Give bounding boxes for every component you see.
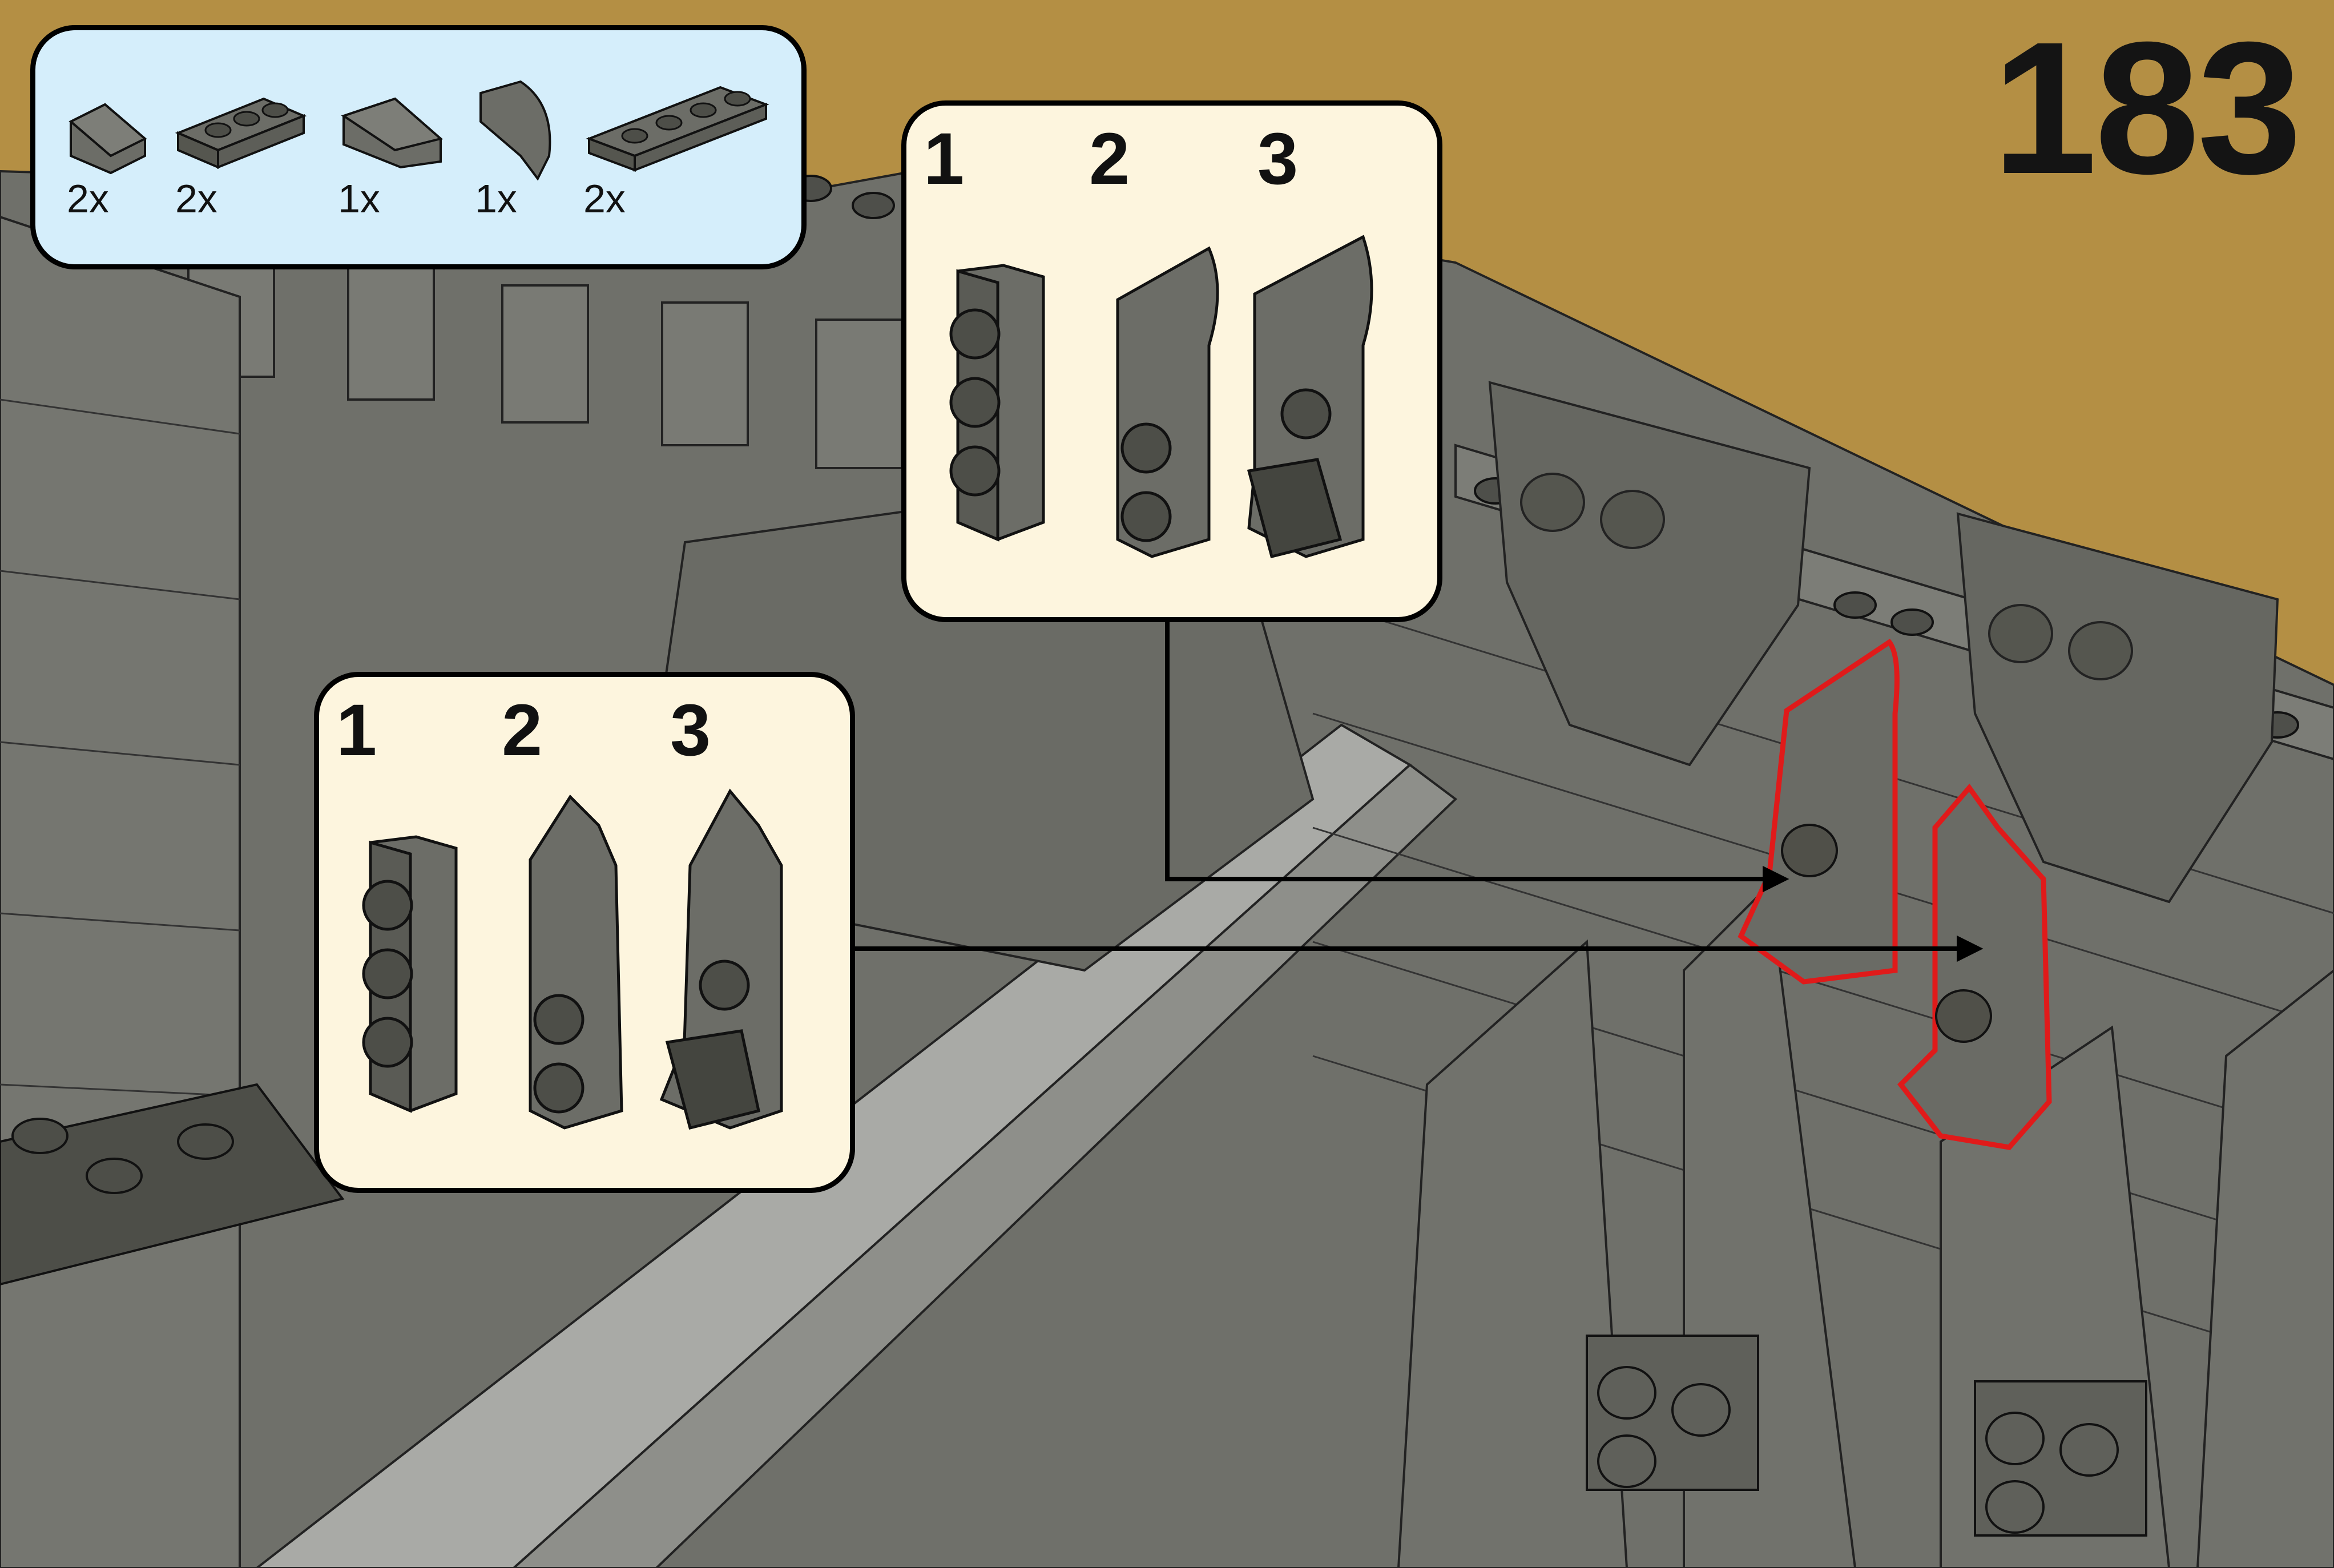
part-qty: 1x — [475, 176, 517, 221]
plate-1x3-icon — [172, 87, 309, 173]
page-number: 183 — [1992, 14, 2300, 202]
left-tower — [0, 217, 240, 1568]
subassembly-panel-top: 1 2 3 — [901, 100, 1442, 622]
substep-bricks — [906, 106, 1427, 607]
curved-slope-icon — [469, 70, 566, 184]
wedge-slope-icon — [332, 82, 452, 179]
substep-bricks — [319, 677, 840, 1178]
subassembly-panel-bottom: 1 2 3 — [314, 672, 855, 1193]
part-qty: 2x — [175, 176, 217, 221]
part-qty: 2x — [67, 176, 109, 221]
slope-brick-icon — [65, 93, 162, 179]
plate-1x4-icon — [583, 76, 772, 173]
parts-list-panel: 2x 2x 1x 1x 2x — [30, 25, 807, 269]
part-qty: 2x — [583, 176, 626, 221]
part-qty: 1x — [338, 176, 380, 221]
